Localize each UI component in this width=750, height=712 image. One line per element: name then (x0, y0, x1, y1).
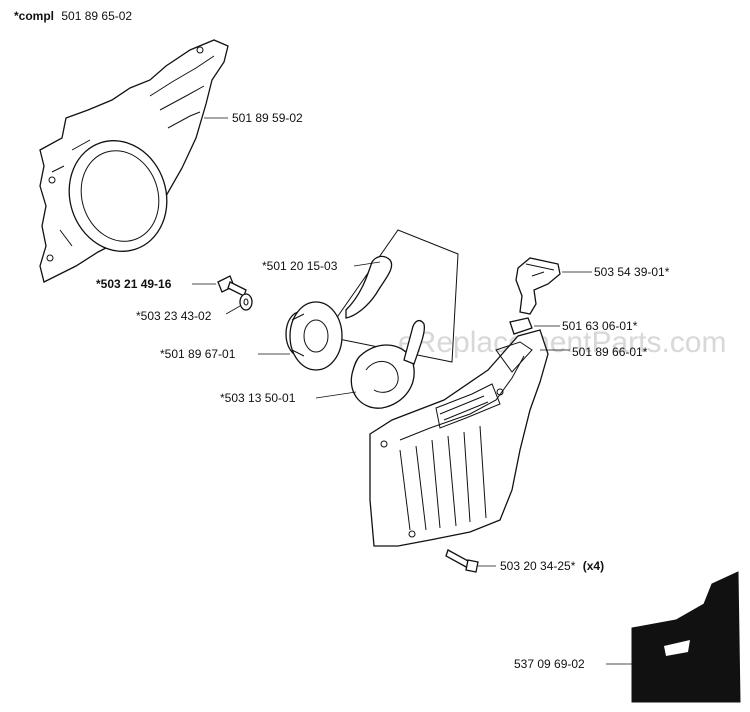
label-pulley: *501 89 67-01 (160, 347, 236, 361)
housing-screw-number: 503 20 34-25* (500, 559, 576, 573)
pulley-part (285, 301, 343, 371)
label-handle: 503 54 39-01* (594, 265, 670, 279)
handle-part (515, 257, 561, 315)
header-prefix: *compl (14, 9, 54, 23)
label-housing: 501 89 66-01* (572, 345, 648, 359)
screw-part (217, 275, 247, 297)
label-spring: *503 13 50-01 (220, 391, 296, 405)
header-label: *compl 501 89 65-02 (14, 9, 132, 23)
label-housing-screw: 503 20 34-25* (x4) (500, 559, 604, 573)
label-cover-plate: 501 89 59-02 (232, 111, 303, 125)
label-washer: *503 23 43-02 (136, 309, 212, 323)
rope-part (345, 255, 393, 319)
label-screw: *503 21 49-16 (96, 277, 172, 291)
housing-screw-qty: (x4) (583, 559, 604, 573)
bushing-part (509, 317, 533, 335)
housing-screw-part (445, 549, 479, 573)
leader-spring (315, 391, 357, 399)
label-bushing: 501 63 06-01* (562, 319, 638, 333)
washer-part (239, 293, 253, 311)
leader-washer (225, 305, 241, 315)
label-decal: 537 09 69-02 (514, 657, 585, 671)
leader-rope (353, 261, 381, 267)
header-part-number: 501 89 65-02 (61, 9, 132, 23)
decal-part (631, 571, 741, 703)
cover-plate-part (39, 39, 229, 283)
decal-notch (664, 640, 690, 656)
spring-part (350, 319, 426, 409)
label-rope: *501 20 15-03 (262, 259, 338, 273)
starter-housing-part (369, 329, 549, 547)
